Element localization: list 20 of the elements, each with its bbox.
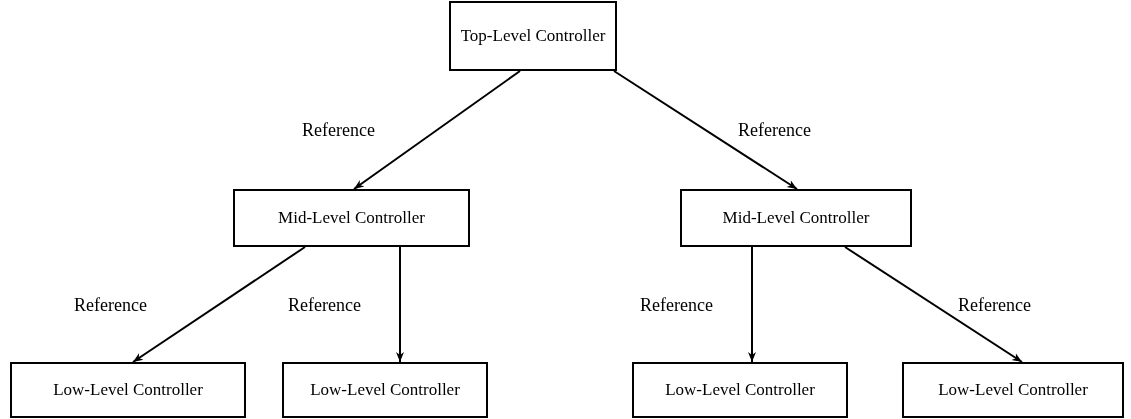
node-label: Mid-Level Controller xyxy=(722,208,870,228)
controller-box xyxy=(632,362,848,418)
node-label: Low-Level Controller xyxy=(310,380,460,400)
arrow xyxy=(844,246,1023,363)
node-label: Top-Level Controller xyxy=(460,26,606,46)
arrow xyxy=(396,246,404,363)
node-label: Mid-Level Controller xyxy=(278,208,425,228)
controller-box xyxy=(449,1,617,71)
node-label: Low-Level Controller xyxy=(665,380,815,400)
arrow xyxy=(613,70,798,190)
controller-box xyxy=(10,362,246,418)
controller-box xyxy=(233,189,470,247)
arrow xyxy=(132,246,306,363)
node-label: Low-Level Controller xyxy=(938,380,1088,400)
arrow xyxy=(748,246,756,363)
node-label: Low-Level Controller xyxy=(53,380,203,400)
controller-box xyxy=(680,189,912,247)
controller-box xyxy=(282,362,488,418)
controller-box xyxy=(902,362,1124,418)
arrow xyxy=(353,70,521,190)
